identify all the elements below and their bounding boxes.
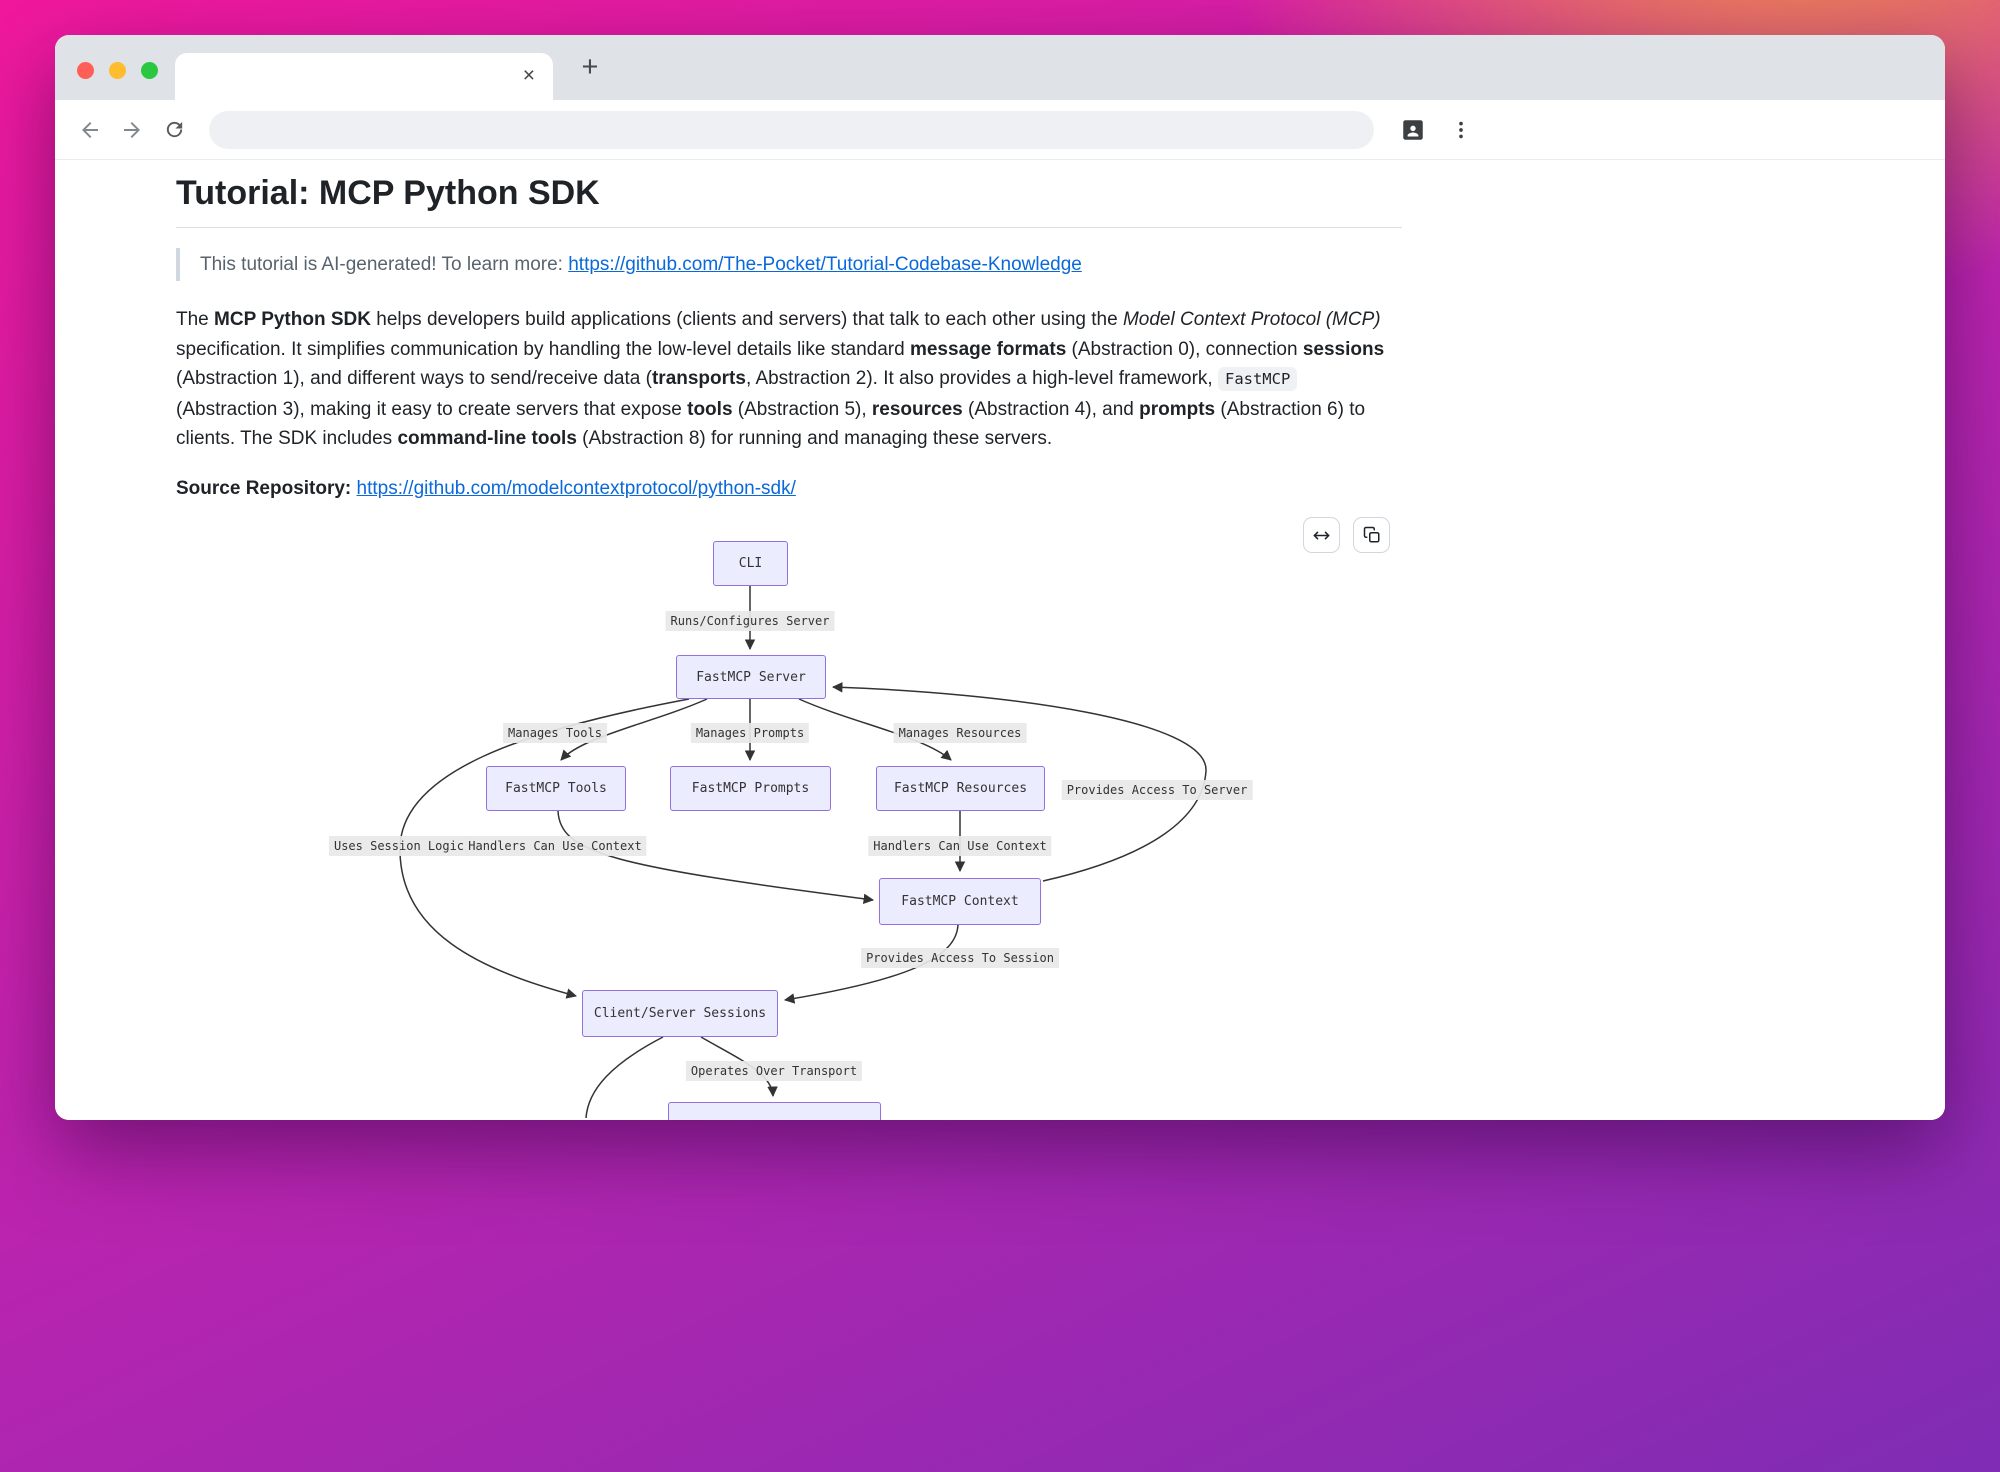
source-repository-link[interactable]: https://github.com/modelcontextprotocol/… bbox=[356, 477, 796, 499]
edge-label-uses-session-logic: Uses Session Logic bbox=[328, 836, 470, 856]
reload-button[interactable] bbox=[153, 109, 195, 151]
edge-label-operates-over-transport: Operates Over Transport bbox=[685, 1061, 863, 1081]
diagram-node-transport-cutoff bbox=[668, 1102, 881, 1120]
intro-segment: (Abstraction 8) for running and managing… bbox=[576, 428, 1053, 449]
intro-segment: prompts bbox=[1139, 398, 1216, 420]
edge-label-handlers-can-use-context-left: Handlers Can Use Context bbox=[463, 836, 647, 856]
edge-label-provides-access-to-server: Provides Access To Server bbox=[1061, 780, 1253, 800]
back-button[interactable] bbox=[69, 109, 111, 151]
copy-diagram-button[interactable] bbox=[1353, 517, 1390, 553]
expand-icon bbox=[1313, 531, 1330, 539]
ai-generated-notice: This tutorial is AI-generated! To learn … bbox=[176, 248, 1402, 281]
intro-segment: helps developers build applications (cli… bbox=[370, 309, 1123, 330]
tutorial-codebase-link[interactable]: https://github.com/The-Pocket/Tutorial-C… bbox=[568, 254, 1082, 275]
edge-label-manages-prompts: Manages Prompts bbox=[690, 723, 810, 743]
intro-segment: The bbox=[176, 309, 215, 330]
minimize-window-button[interactable] bbox=[109, 62, 126, 79]
edge-label-manages-tools: Manages Tools bbox=[503, 723, 607, 743]
intro-segment: Model Context Protocol (MCP) bbox=[1122, 309, 1381, 330]
forward-arrow-icon bbox=[124, 121, 140, 138]
expand-diagram-button[interactable] bbox=[1303, 517, 1340, 553]
intro-segment: message formats bbox=[909, 338, 1067, 360]
new-tab-button[interactable]: + bbox=[581, 50, 599, 83]
tab-strip: × + bbox=[55, 35, 1945, 100]
diagram-node-fastmcp-server: FastMCP Server bbox=[676, 655, 826, 699]
window-controls bbox=[77, 62, 158, 79]
notice-text: This tutorial is AI-generated! To learn … bbox=[200, 254, 569, 275]
source-repository-line: Source Repository: https://github.com/mo… bbox=[176, 478, 1402, 500]
intro-segment: (Abstraction 1), and different ways to s… bbox=[176, 368, 652, 389]
intro-segment: (Abstraction 4), and bbox=[962, 398, 1140, 420]
profile-icon bbox=[1403, 119, 1423, 140]
intro-segment: (Abstraction 0), connection bbox=[1066, 338, 1303, 360]
edge-label-manages-resources: Manages Resources bbox=[893, 723, 1027, 743]
fastmcp-code-chip: FastMCP bbox=[1217, 367, 1298, 391]
maximize-window-button[interactable] bbox=[141, 62, 158, 79]
page-title: Tutorial: MCP Python SDK bbox=[176, 174, 1402, 228]
source-repository-label: Source Repository: bbox=[176, 477, 357, 499]
copy-icon bbox=[1363, 526, 1379, 543]
diagram-node-fastmcp-resources: FastMCP Resources bbox=[876, 766, 1045, 811]
browser-tab[interactable]: × bbox=[175, 53, 553, 100]
diagram-node-fastmcp-prompts: FastMCP Prompts bbox=[670, 766, 831, 811]
diagram-node-fastmcp-context: FastMCP Context bbox=[879, 878, 1041, 925]
intro-segment: MCP Python SDK bbox=[214, 309, 371, 330]
intro-segment: specification. It simplifies communicati… bbox=[176, 338, 910, 360]
diagram-node-cli: CLI bbox=[713, 541, 788, 586]
intro-paragraph: The MCP Python SDK helps developers buil… bbox=[176, 305, 1402, 454]
browser-window: × + Tutorial: MCP bbox=[55, 35, 1945, 1120]
intro-segment: command-line tools bbox=[397, 428, 577, 449]
diagram-toolbar bbox=[1303, 517, 1390, 553]
forward-button[interactable] bbox=[111, 109, 153, 151]
intro-segment: transports bbox=[651, 368, 746, 389]
kebab-menu-icon bbox=[1459, 121, 1463, 138]
intro-segment: resources bbox=[871, 398, 963, 420]
intro-segment: (Abstraction 5), bbox=[732, 398, 872, 420]
browser-menu-button[interactable] bbox=[1444, 111, 1478, 149]
address-bar[interactable] bbox=[209, 110, 1374, 149]
back-arrow-icon bbox=[82, 121, 98, 138]
reload-icon bbox=[166, 121, 182, 138]
diagram-node-fastmcp-tools: FastMCP Tools bbox=[486, 766, 626, 811]
edge-label-handlers-can-use-context-right: Handlers Can Use Context bbox=[868, 836, 1052, 856]
intro-segment: (Abstraction 3), making it easy to creat… bbox=[176, 398, 688, 420]
intro-segment: sessions bbox=[1302, 338, 1385, 360]
browser-toolbar bbox=[55, 100, 1945, 160]
intro-segment: tools bbox=[687, 398, 733, 420]
diagram-node-client-server-sessions: Client/Server Sessions bbox=[582, 990, 778, 1037]
intro-segment: (Abstraction 6) to clients. The SDK incl… bbox=[176, 398, 1366, 450]
edge-label-runs-configures-server: Runs/Configures Server bbox=[665, 611, 835, 631]
edge-label-provides-access-to-session: Provides Access To Session bbox=[861, 948, 1059, 968]
page-viewport: Tutorial: MCP Python SDK This tutorial i… bbox=[55, 160, 1945, 1120]
document-body: Tutorial: MCP Python SDK This tutorial i… bbox=[176, 160, 1402, 500]
close-window-button[interactable] bbox=[77, 62, 94, 79]
tab-close-icon[interactable]: × bbox=[522, 64, 535, 87]
profile-button[interactable] bbox=[1394, 111, 1432, 149]
intro-segment: , Abstraction 2). It also provides a hig… bbox=[745, 368, 1218, 389]
